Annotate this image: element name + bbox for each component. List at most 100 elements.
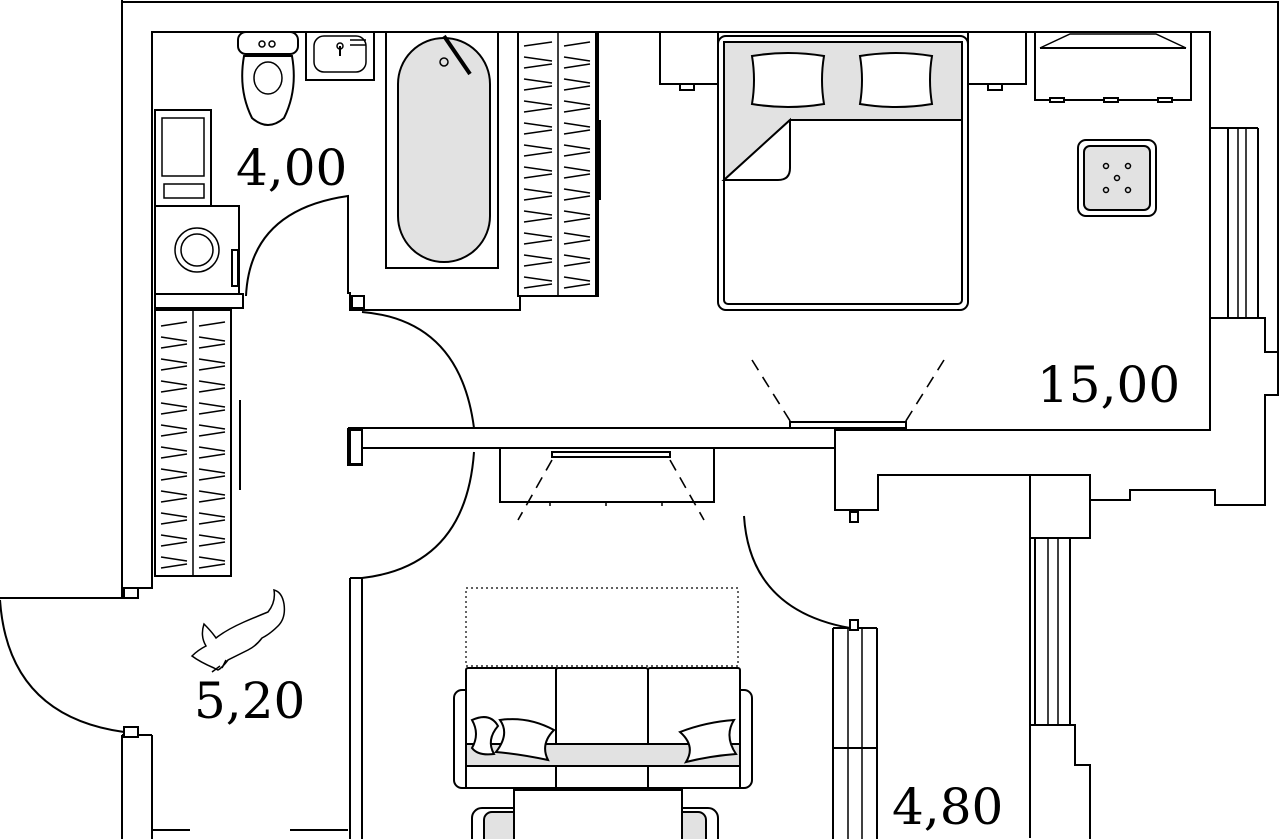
- bedroom-furniture: [659, 31, 1192, 429]
- closet-hatch-line: [198, 343, 226, 349]
- closet-hatch-line: [160, 563, 188, 569]
- closet-hatch-line: [198, 431, 226, 437]
- closet-hatch-line: [523, 151, 553, 157]
- toilet-icon: [237, 31, 299, 126]
- closet-hatch-line: [198, 424, 226, 430]
- closet-hatch-line: [160, 490, 188, 496]
- closet-hatch-line: [563, 85, 591, 91]
- closet-hatch-line: [198, 534, 226, 540]
- closet-hatch-line: [198, 358, 226, 364]
- balcony-door: [743, 515, 851, 629]
- doors: [0, 194, 851, 733]
- sofa-icon: [453, 667, 753, 789]
- closet-hatch-line: [160, 431, 188, 437]
- closet-hatch-line: [523, 210, 553, 216]
- closet-hatch-line: [523, 166, 553, 172]
- closet-hatch-line: [563, 217, 591, 223]
- closet-hatch-line: [198, 512, 226, 518]
- closet-hatch-line: [563, 107, 591, 113]
- closet-hatch-line: [198, 380, 226, 386]
- bed-icon: [717, 35, 969, 311]
- closet-hatch-line: [160, 541, 188, 547]
- living-door: [361, 451, 475, 579]
- closet-hatch-line: [198, 490, 226, 496]
- closet-hatch-line: [523, 254, 553, 260]
- bathroom-door: [245, 194, 349, 297]
- closet-hatch-line: [563, 122, 591, 128]
- closet-hatch-line: [198, 475, 226, 481]
- closet-hatch-line: [563, 56, 591, 62]
- rug: [465, 587, 739, 667]
- closet-hatch-line: [563, 144, 591, 150]
- bedroom-tv-icon: [751, 359, 945, 429]
- closet-hatch-line: [523, 41, 553, 47]
- closet-hatch-line: [198, 541, 226, 547]
- closet-hatch-line: [160, 468, 188, 474]
- desk: [1034, 31, 1192, 103]
- closet-hatch-line: [563, 129, 591, 135]
- closet-hatch-line: [198, 563, 226, 569]
- closet-hatch-line: [523, 188, 553, 194]
- entrance-door: [0, 599, 125, 733]
- bedroom-window: [1228, 127, 1259, 319]
- closet-hatch-line: [563, 254, 591, 260]
- closet-hatch-line: [523, 195, 553, 201]
- bedroom-door: [361, 311, 475, 429]
- closet-hatch-line: [198, 468, 226, 474]
- washing-machine-icon: [154, 109, 244, 309]
- pillow-right-icon: [858, 52, 934, 108]
- bathroom-fixtures: [154, 31, 601, 309]
- bathroom-wall: [349, 32, 599, 311]
- tv-stand: [499, 447, 715, 521]
- closet-hatch-line: [523, 232, 553, 238]
- closet-hatch-line: [523, 85, 553, 91]
- closet-hatch-line: [563, 195, 591, 201]
- closet-hatch-line: [198, 446, 226, 452]
- closet-hatch-line: [523, 122, 553, 128]
- closet-hatch-line: [160, 365, 188, 371]
- closet-hatch-line: [523, 239, 553, 245]
- nightstand-right: [967, 31, 1027, 91]
- closet-hatch-line: [563, 41, 591, 47]
- closet-hatch-line: [198, 336, 226, 342]
- closet-hatch-line: [198, 497, 226, 503]
- closet-hatch-line: [198, 556, 226, 562]
- cushion-right-icon: [678, 718, 738, 764]
- closet-hatch-line: [198, 365, 226, 371]
- bathtub-icon: [385, 31, 499, 269]
- closet-hatch-line: [523, 100, 553, 106]
- closet-hatch-line: [160, 446, 188, 452]
- closet-hatch-line: [160, 358, 188, 364]
- closet-hatch-line: [563, 239, 591, 245]
- cushion-left-icon: [470, 716, 500, 756]
- closet-hatch-line: [160, 453, 188, 459]
- closet-hatch-line: [563, 166, 591, 172]
- pillow-left-icon: [750, 52, 826, 108]
- closet-hatch-line: [523, 144, 553, 150]
- closet-hatch-line: [523, 78, 553, 84]
- closet-hatch-line: [198, 409, 226, 415]
- closet-hatch-line: [160, 321, 188, 327]
- living-furniture: [453, 447, 753, 839]
- closet-hatch-line: [160, 556, 188, 562]
- closet-hatch-line: [160, 409, 188, 415]
- bathroom-closet: [517, 31, 601, 297]
- closet-hatch-line: [523, 276, 553, 282]
- closet-hatch-line: [563, 151, 591, 157]
- hallway-area-label: 5,20: [194, 672, 305, 730]
- closet-hatch-line: [198, 321, 226, 327]
- closet-hatch-line: [160, 380, 188, 386]
- closet-hatch-line: [523, 261, 553, 267]
- closet-hatch-line: [160, 512, 188, 518]
- closet-hatch-line: [523, 107, 553, 113]
- outer-wall-inner: [1210, 127, 1229, 318]
- closet-hatch-line: [563, 283, 591, 289]
- closet-hatch-line: [160, 519, 188, 525]
- nightstand-left: [659, 31, 719, 91]
- stool-icon: [1077, 139, 1157, 217]
- closet-hatch-line: [198, 453, 226, 459]
- closet-hatch-line: [160, 424, 188, 430]
- closet-hatch-line: [160, 534, 188, 540]
- closet-hatch-line: [563, 210, 591, 216]
- closet-hatch-line: [523, 56, 553, 62]
